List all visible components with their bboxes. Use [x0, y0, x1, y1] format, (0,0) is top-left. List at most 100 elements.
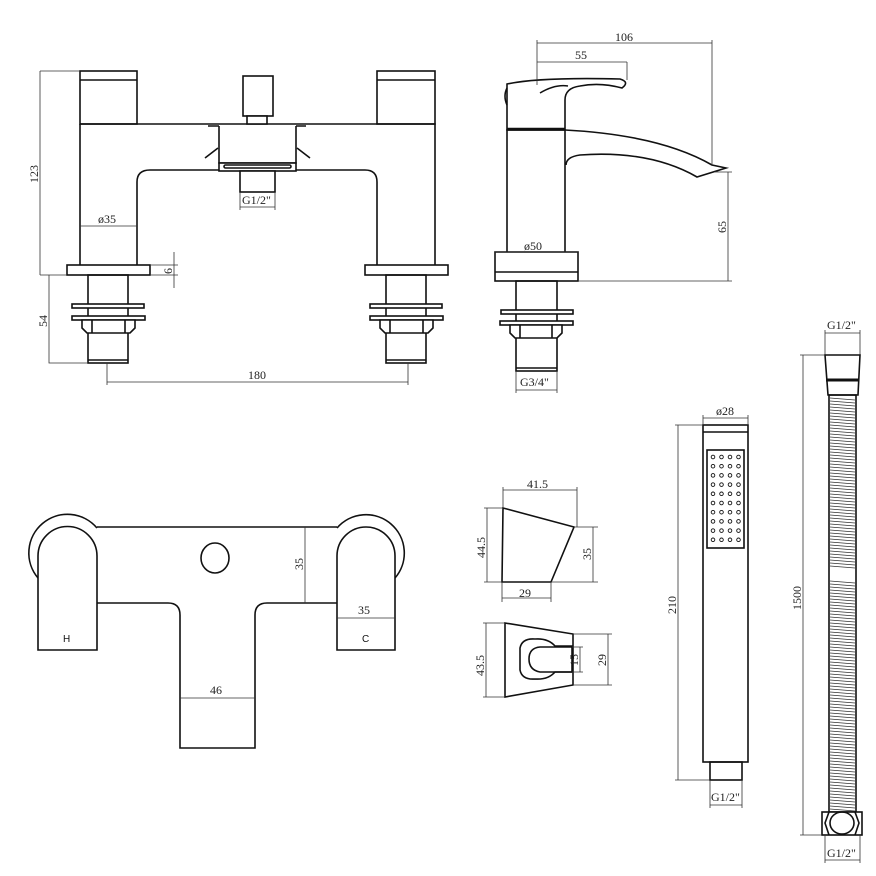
- cold-label: C: [362, 634, 369, 645]
- hose-ridge: [829, 610, 856, 614]
- hose-ridge: [829, 580, 856, 584]
- hose-ridge: [829, 742, 856, 746]
- hose-ridge: [829, 505, 856, 509]
- hose-ridge: [829, 646, 856, 650]
- hose-ridge: [829, 460, 856, 464]
- hose-ridge: [829, 769, 856, 773]
- hose-corrugation: [829, 397, 856, 812]
- hose-ridge: [829, 631, 856, 635]
- hose-ridge: [829, 547, 856, 551]
- hose-ridge: [829, 463, 856, 467]
- nozzle: [727, 491, 733, 497]
- hose-ridge: [829, 766, 856, 770]
- nozzle: [736, 500, 741, 506]
- hose-ridge: [829, 649, 856, 653]
- hose-ridge: [829, 682, 856, 686]
- nozzle: [736, 473, 741, 478]
- holder-bottom-width: 29: [519, 586, 531, 600]
- hose-ridge: [829, 730, 856, 734]
- nozzle: [719, 491, 724, 497]
- hose-ridge: [829, 613, 856, 617]
- hose-ridge: [829, 595, 856, 599]
- hose-ridge: [829, 616, 856, 620]
- hose-ridge: [829, 697, 856, 701]
- hose-ridge: [829, 430, 856, 434]
- nozzle: [727, 528, 733, 533]
- hot-label: H: [63, 634, 70, 645]
- hose-ridge: [829, 520, 856, 524]
- nozzle: [736, 463, 741, 469]
- hose-ridge: [829, 523, 856, 527]
- hose-ridge: [829, 787, 856, 791]
- height-dimension: 123: [27, 165, 41, 183]
- hose-ridge: [829, 436, 856, 440]
- hose-ridge: [829, 718, 856, 722]
- hose-ridge: [829, 685, 856, 689]
- nozzle: [736, 528, 741, 533]
- hose-ridge: [829, 676, 856, 680]
- nozzle: [736, 519, 741, 524]
- hose-ridge: [829, 679, 856, 683]
- hose-ridge: [829, 721, 856, 725]
- outlet-thread-label: G1/2": [242, 193, 271, 207]
- hose-ridge: [829, 763, 856, 767]
- hose-ridge: [829, 733, 856, 737]
- hose-ridge: [829, 412, 856, 416]
- nozzle: [710, 463, 716, 469]
- hose-ridge: [829, 529, 856, 533]
- nozzle: [710, 509, 716, 515]
- hose-ridge: [829, 487, 856, 491]
- hose-ridge: [829, 625, 856, 629]
- length-dimension: 210: [665, 596, 679, 614]
- hose-ridge: [829, 670, 856, 674]
- plan-outer-dimension: 29: [595, 654, 609, 666]
- hose-ridge: [829, 454, 856, 458]
- hose-ridge: [829, 508, 856, 512]
- hose-ridge: [829, 712, 856, 716]
- hose-ridge: [829, 514, 856, 518]
- hose-ridge: [829, 727, 856, 731]
- hose-ridge: [829, 688, 856, 692]
- hose-ridge: [829, 793, 856, 797]
- nozzle: [727, 463, 733, 469]
- thread-label: G1/2": [711, 790, 740, 804]
- projection-dimension: 106: [615, 30, 633, 44]
- hose-ridge: [829, 637, 856, 641]
- hose-ridge: [829, 796, 856, 800]
- hose-ridge: [829, 445, 856, 449]
- hose-ridge: [829, 715, 856, 719]
- hose-ridge: [829, 562, 856, 566]
- nozzle: [719, 473, 724, 478]
- hose-ridge: [829, 754, 856, 758]
- shower-hose: G1/2" 1500 G1/2": [790, 318, 863, 863]
- hose-ridge: [829, 781, 856, 785]
- hose-ridge: [829, 604, 856, 608]
- top-thread-label: G1/2": [827, 318, 856, 332]
- hose-ridge: [829, 694, 856, 698]
- hose-ridge: [829, 538, 856, 542]
- hose-ridge: [829, 775, 856, 779]
- depth-dimension: 35: [292, 558, 306, 570]
- hose-ridge: [829, 418, 856, 422]
- hose-ridge: [829, 748, 856, 752]
- hose-ridge: [829, 622, 856, 626]
- hose-ridge: [829, 790, 856, 794]
- nozzle: [710, 519, 716, 524]
- centres-dimension: 180: [248, 368, 266, 382]
- nozzle: [719, 528, 724, 533]
- hose-ridge: [829, 403, 856, 407]
- nozzle: [727, 519, 733, 524]
- hose-ridge: [829, 415, 856, 419]
- hose-ridge: [829, 691, 856, 695]
- nozzle: [710, 491, 716, 497]
- hose-ridge: [829, 709, 856, 713]
- hose-ridge: [829, 502, 856, 506]
- nozzle: [710, 528, 716, 533]
- thread-label: G3/4": [520, 375, 549, 389]
- hose-ridge: [829, 634, 856, 638]
- nozzle: [710, 500, 716, 506]
- nozzle: [736, 491, 741, 497]
- hose-ridge: [829, 724, 856, 728]
- hose-ridge: [829, 556, 856, 560]
